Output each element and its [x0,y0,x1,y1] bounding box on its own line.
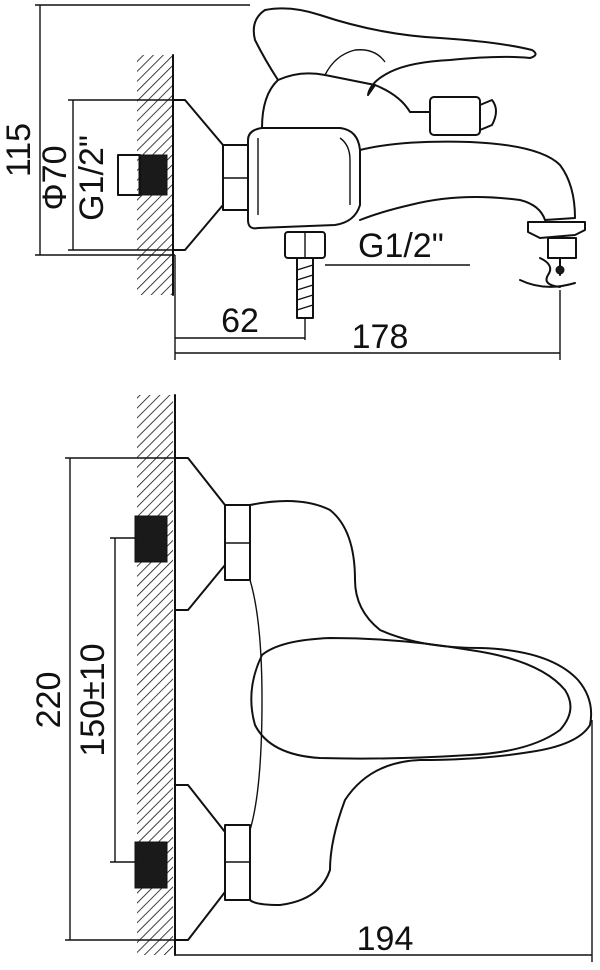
length-label: 178 [352,318,409,356]
top-view: 220 150±10 194 [30,394,593,962]
escutcheon-side [172,99,224,251]
diameter-label: Φ70 [36,146,74,211]
lower-inlet-block [134,841,168,889]
upper-inlet-block [134,515,168,563]
height-label: 115 [0,123,38,177]
wall-thread-block [138,154,168,196]
center-distance-label: 150±10 [74,643,112,756]
mixer-body-top [249,500,593,906]
spout-tip [527,221,586,239]
handle-side [252,7,537,96]
diverter-knob-side [429,96,481,136]
mixer-body-side [247,127,361,230]
lower-escutcheon-top [174,784,226,941]
width-label: 220 [30,672,68,729]
side-view: G1/2" 115 Φ70 G1/2" 62 178 [0,4,586,360]
upper-escutcheon-top [174,457,226,611]
depth-label: 194 [357,920,414,958]
wall-thread-label: G1/2" [73,135,111,221]
offset-label: 62 [221,302,259,340]
wall-inlet-pipe [117,154,141,196]
aerator-side [547,237,577,259]
outlet-thread-label: G1/2" [358,227,444,265]
outlet-hose-connector [296,257,314,319]
water-stream-symbol [519,257,576,288]
spout-side [359,140,576,221]
handle-base-side [261,72,431,129]
handle-lever-top [250,637,572,760]
